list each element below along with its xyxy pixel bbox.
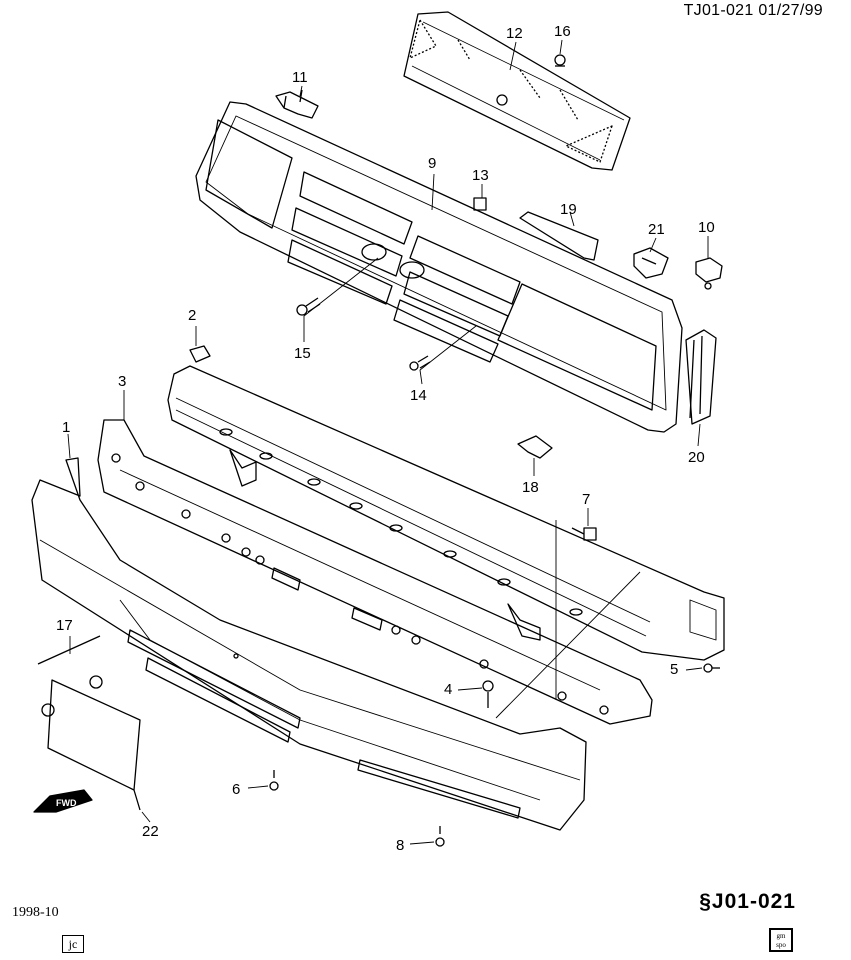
fwd-arrow-shape xyxy=(33,789,93,813)
diagram-code: §J01-021 xyxy=(699,890,796,913)
part-bumper-fascia xyxy=(31,457,587,831)
part-grille xyxy=(195,101,683,433)
callout-3: 3 xyxy=(118,373,126,390)
part-clip-11 xyxy=(275,89,319,119)
callout-1: 1 xyxy=(62,419,70,436)
part-screw-16 xyxy=(554,54,566,67)
callout-7: 7 xyxy=(582,491,590,508)
callout-13: 13 xyxy=(472,167,489,184)
part-clip-18 xyxy=(517,435,553,459)
part-molding-19 xyxy=(519,211,599,261)
part-nut-10 xyxy=(695,257,723,290)
part-grille-insert xyxy=(403,11,631,171)
gm-logo-icon: gm spo xyxy=(769,928,793,952)
part-bolt-7 xyxy=(571,527,597,541)
callout-15: 15 xyxy=(294,345,311,362)
part-bolt-6 xyxy=(269,770,279,791)
callout-4: 4 xyxy=(444,681,452,698)
callout-8: 8 xyxy=(396,837,404,854)
callout-16: 16 xyxy=(554,23,571,40)
callout-18: 18 xyxy=(522,479,539,496)
callout-10: 10 xyxy=(698,219,715,236)
callout-11: 11 xyxy=(292,69,308,86)
fwd-label: FWD xyxy=(56,798,77,808)
part-bumper-bar xyxy=(97,419,653,725)
callout-12: 12 xyxy=(506,25,523,42)
callout-22: 22 xyxy=(142,823,159,840)
callout-6: 6 xyxy=(232,781,240,798)
diagram-reference: TJ01-021 01/27/99 xyxy=(683,2,823,19)
part-molding-20 xyxy=(685,329,717,425)
revision-date: 1998-10 xyxy=(12,905,59,920)
part-clip-13 xyxy=(473,197,487,211)
part-bolt-4 xyxy=(482,680,494,708)
section-symbol-icon: § xyxy=(699,890,712,913)
callout-9: 9 xyxy=(428,155,436,172)
part-screw-14 xyxy=(409,355,431,371)
callout-17: 17 xyxy=(56,617,73,634)
part-bolt-5 xyxy=(703,663,720,673)
callout-19: 19 xyxy=(560,201,577,218)
callout-14: 14 xyxy=(410,387,427,404)
part-license-bracket xyxy=(37,635,141,811)
part-clip-21 xyxy=(633,247,669,279)
leader-lines xyxy=(67,39,709,845)
part-bumper-reinforcement xyxy=(167,345,725,661)
callout-5: 5 xyxy=(670,661,678,678)
callout-21: 21 xyxy=(648,221,665,238)
part-bolt-8 xyxy=(435,826,445,847)
callout-2: 2 xyxy=(188,307,196,324)
jc-mark: jc xyxy=(62,935,84,953)
callout-20: 20 xyxy=(688,449,705,466)
